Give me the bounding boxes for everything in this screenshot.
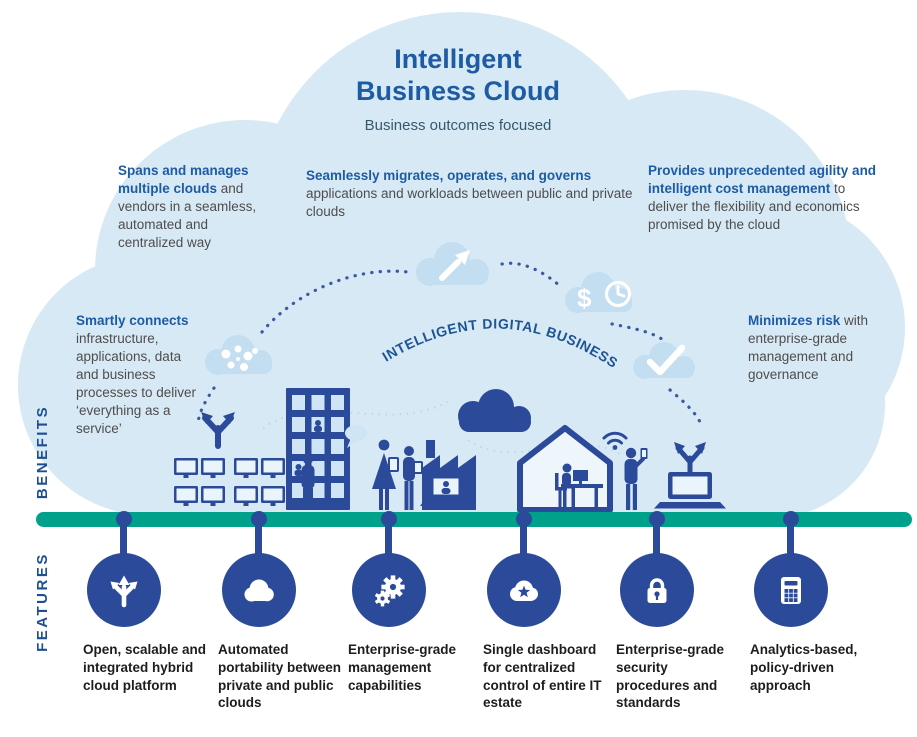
speech-bubble (345, 425, 367, 448)
hanger-stem (385, 519, 392, 555)
city-illustration (174, 388, 726, 513)
cloud-icon (244, 579, 274, 602)
feature-label: Enterprise-grade security procedures and… (616, 642, 725, 711)
hanger-stem (520, 519, 527, 555)
gears-icon (374, 575, 405, 607)
page-subtitle: Business outcomes focused (364, 116, 552, 134)
benefit-bold-text: Minimizes risk (748, 313, 841, 328)
wifi-icon (602, 431, 628, 450)
checkmark-icon (646, 344, 686, 376)
monitor-stack (174, 458, 285, 506)
benefit-bold-text: Spans and manages multiple clouds (118, 163, 249, 197)
arc-text: INTELLIGENT DIGITAL BUSINESS (379, 316, 621, 372)
benefit-rest-text: and vendors in a seamless, automated and… (118, 181, 257, 251)
laptop-video-call (420, 475, 472, 506)
feature-circle (487, 553, 561, 627)
feature-label: Automated portability between private an… (218, 642, 342, 711)
benefit-minimizes-risk: Minimizes risk with enterprise-grade man… (748, 312, 893, 384)
woman-with-tablet (372, 439, 399, 510)
feature-circle (87, 553, 161, 627)
feature-enterprise-management: Enterprise-grade management capabilities (348, 511, 478, 737)
benefits-side-label: BENEFITS (34, 404, 51, 500)
feature-circle (352, 553, 426, 627)
branch-arrows (674, 442, 706, 477)
benefit-bold-text: Provides unprecedented agility and intel… (648, 163, 877, 197)
benefit-agility-cost: Provides unprecedented agility and intel… (648, 162, 878, 234)
cloud-shape (205, 335, 272, 375)
benefit-seamlessly-migrates: Seamlessly migrates, operates, and gover… (306, 167, 641, 221)
laptop (654, 472, 726, 509)
features-side-label: FEATURES (34, 552, 51, 652)
benefit-rest-text: applications and workloads between publi… (306, 186, 633, 220)
feature-circle (222, 553, 296, 627)
feature-circle (620, 553, 694, 627)
hanger-stem (255, 519, 262, 555)
benefit-rest-text: with enterprise-grade management and gov… (748, 313, 869, 383)
cloud-silhouette (458, 389, 531, 432)
feature-open-platform: Open, scalable and integrated hybrid clo… (83, 511, 213, 737)
benefit-smartly-connects: Smartly connects infrastructure, applica… (76, 312, 206, 439)
feature-label: Single dashboard for centralized control… (483, 642, 602, 711)
benefit-bold-text: Seamlessly migrates, operates, and gover… (306, 168, 592, 183)
benefit-bold-text: Smartly connects (76, 313, 189, 328)
hanger-stem (787, 519, 794, 555)
cloud-badge-network (205, 335, 272, 375)
cloud-badge-cost: $ (565, 272, 632, 313)
dashboard-grid-icon (781, 577, 801, 604)
benefit-rest-text: infrastructure, applications, data and b… (76, 331, 197, 437)
people-in-windows (294, 420, 322, 476)
house-home-office (517, 425, 613, 513)
home-worker-desk (555, 463, 603, 508)
benefit-spans-manages: Spans and manages multiple clouds and ve… (118, 162, 273, 252)
arc-text-label: INTELLIGENT DIGITAL BUSINESS (379, 316, 620, 372)
branch-arrows-icon (110, 575, 138, 608)
title-block: Intelligent Business Cloud Business outc… (268, 44, 648, 134)
feature-label: Open, scalable and integrated hybrid clo… (83, 642, 207, 693)
feature-analytics-policy: Analytics-based, policy-driven approach (750, 511, 880, 737)
dotted-connectors (196, 261, 704, 428)
svg-text:INTELLIGENT DIGITAL BUSINESS: INTELLIGENT DIGITAL BUSINESS (379, 316, 621, 372)
hanger-stem (653, 519, 660, 555)
launch-arrow-icon (439, 250, 470, 281)
feature-label: Analytics-based, policy-driven approach (750, 642, 858, 693)
cloud-badge-launch (416, 242, 489, 286)
padlock-icon (647, 578, 667, 603)
dollar-symbol: $ (577, 283, 592, 313)
person-silhouette (301, 453, 315, 510)
feature-security: Enterprise-grade security procedures and… (616, 511, 746, 737)
cloud-star-icon (510, 580, 538, 601)
page-title-line1: Intelligent (394, 44, 522, 74)
decorative-dotted-lines (262, 401, 621, 455)
network-nodes-icon (221, 345, 258, 371)
cloud-badge-check (633, 342, 695, 379)
feature-automated-portability: Automated portability between private an… (218, 511, 348, 737)
feature-single-dashboard: Single dashboard for centralized control… (483, 511, 613, 737)
branch-arrows (201, 412, 235, 449)
benefit-rest-text: to deliver the flexibility and economics… (648, 181, 860, 233)
feature-label: Enterprise-grade management capabilities (348, 642, 457, 693)
hanger-stem (120, 519, 127, 555)
person-with-tablet (403, 446, 423, 510)
feature-circle (754, 553, 828, 627)
dollar-clock-icon: $ (577, 280, 632, 313)
office-building (286, 388, 350, 510)
page-title-line2: Business Cloud (355, 75, 561, 106)
person-with-phone (624, 447, 648, 510)
cloud-shape (416, 242, 489, 286)
